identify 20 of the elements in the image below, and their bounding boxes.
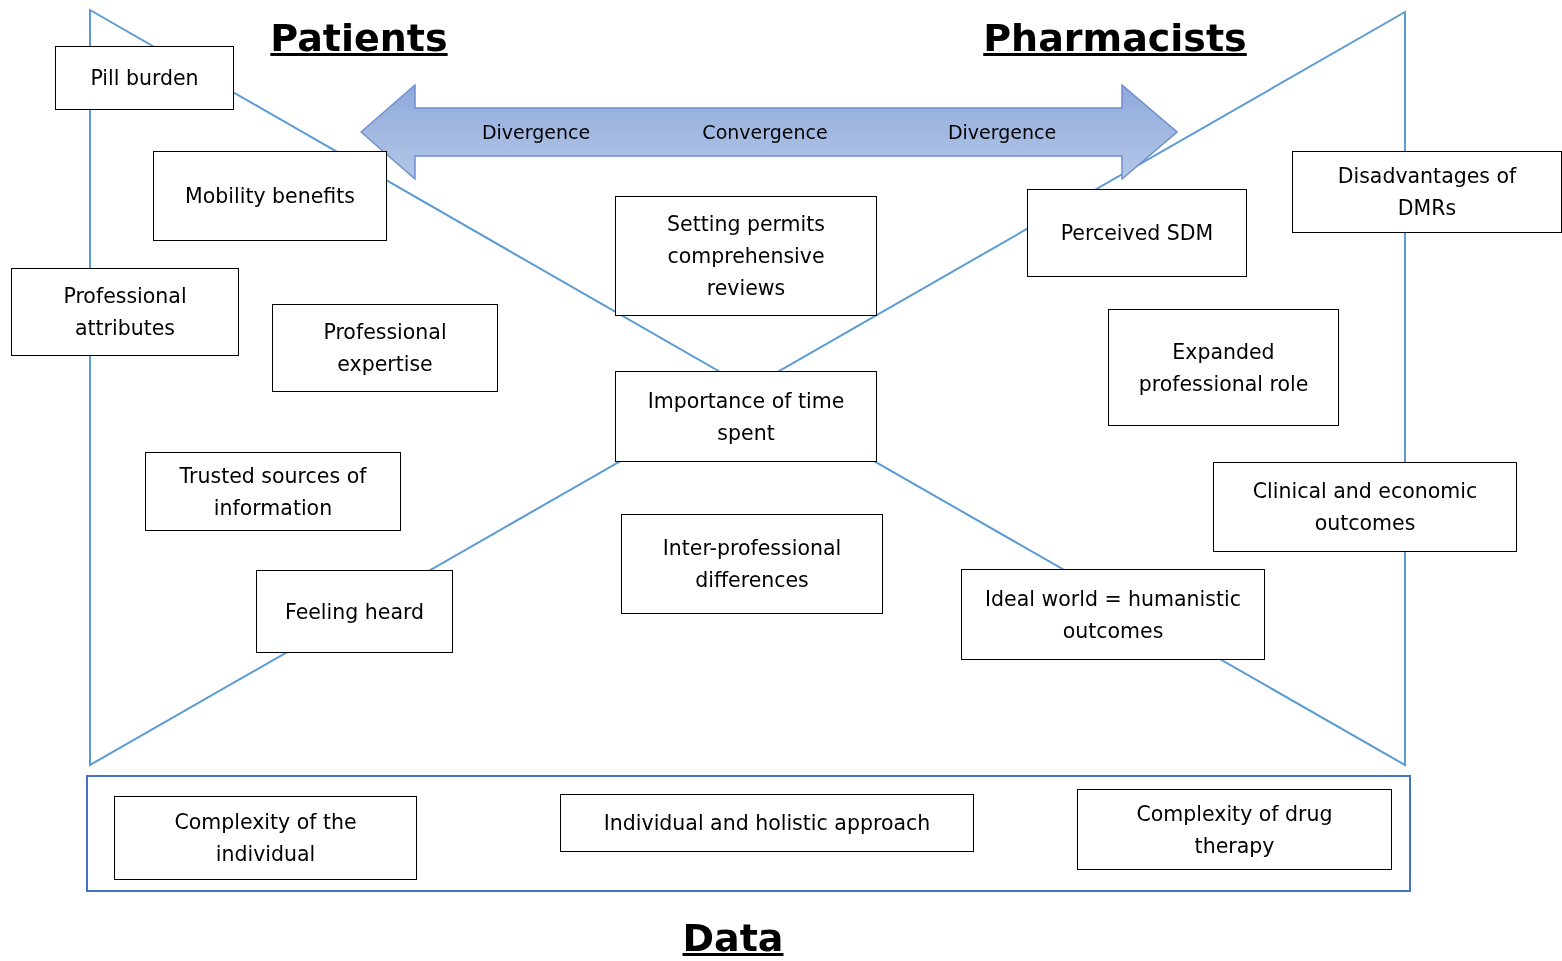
theme-box: Professional attributes: [11, 268, 239, 356]
theme-box: Disadvantages of DMRs: [1292, 151, 1562, 233]
theme-box: Ideal world = humanistic outcomes: [961, 569, 1265, 660]
group-heading: Patients: [270, 16, 448, 60]
theme-box: Trusted sources of information: [145, 452, 401, 531]
theme-box: Inter-professional differences: [621, 514, 883, 614]
group-heading: Pharmacists: [983, 16, 1247, 60]
theme-box: Pill burden: [55, 46, 234, 110]
theme-box: Setting permits comprehensive reviews: [615, 196, 877, 316]
group-heading: Data: [682, 916, 784, 960]
arrow-label: Divergence: [481, 121, 591, 143]
arrow-label: Convergence: [702, 121, 828, 143]
theme-box: Professional expertise: [272, 304, 498, 392]
theme-box: Clinical and economic outcomes: [1213, 462, 1517, 552]
theme-box: Complexity of the individual: [114, 796, 417, 880]
arrow-label: Divergence: [947, 121, 1057, 143]
theme-box: Importance of time spent: [615, 371, 877, 462]
theme-box: Individual and holistic approach: [560, 794, 974, 852]
theme-box: Complexity of drug therapy: [1077, 789, 1392, 870]
theme-box: Expanded professional role: [1108, 309, 1339, 426]
